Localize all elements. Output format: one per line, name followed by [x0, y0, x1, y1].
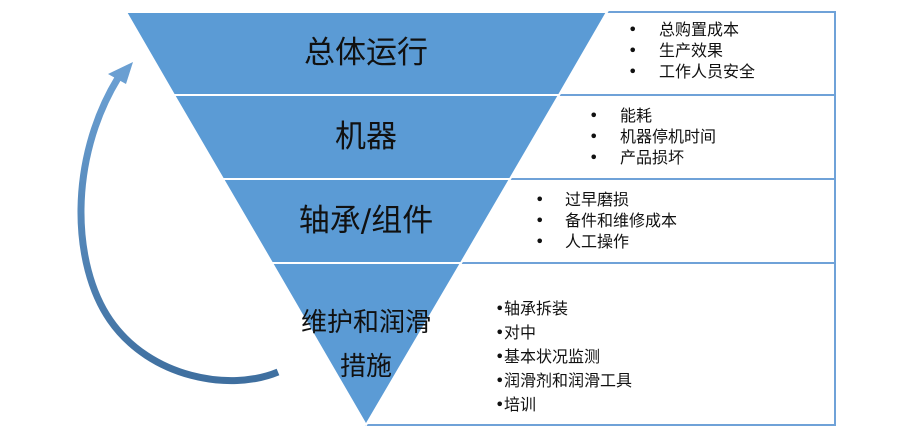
curved-arrow-icon	[77, 62, 280, 385]
level-title-maintenance-2: 措施	[340, 352, 392, 382]
list-bearing: • 过早磨损 • 备件和维修成本 • 人工操作	[535, 190, 677, 251]
bullet: •	[589, 127, 598, 146]
list-machine: • 能耗 • 机器停机时间 • 产品损坏	[589, 106, 716, 167]
list-item: 润滑剂和润滑工具	[504, 371, 632, 390]
list-item: 人工操作	[565, 232, 629, 251]
band-maintenance	[270, 262, 463, 427]
pyramid	[124, 11, 609, 427]
bullet: •	[535, 190, 544, 209]
list-item: 对中	[504, 323, 536, 342]
list-item: 过早磨损	[565, 190, 629, 209]
bullet: •	[589, 148, 598, 167]
bullet: •	[495, 347, 504, 366]
list-item: 生产效果	[659, 41, 723, 60]
level-title-maintenance-1: 维护和润滑	[301, 308, 431, 338]
list-item: 培训	[504, 395, 536, 414]
list-item: 工作人员安全	[659, 62, 755, 81]
bullet: •	[628, 20, 637, 39]
list-item: 总购置成本	[659, 20, 739, 39]
level-title-bearing: 轴承/组件	[299, 203, 433, 239]
bullet: •	[535, 232, 544, 251]
bullet: •	[535, 211, 544, 230]
list-item: 轴承拆装	[504, 299, 568, 318]
list-item: 机器停机时间	[620, 127, 716, 146]
bullet: •	[495, 323, 504, 342]
level-title-machine: 机器	[335, 119, 397, 155]
list-overall: • 总购置成本 • 生产效果 • 工作人员安全	[628, 20, 755, 81]
list-item: 基本状况监测	[504, 347, 600, 366]
bullet: •	[628, 62, 637, 81]
bullet: •	[495, 395, 504, 414]
list-maintenance: • 轴承拆装 • 对中 • 基本状况监测 • 润滑剂和润滑工具 • 培训	[495, 299, 632, 414]
list-item: 备件和维修成本	[565, 211, 677, 230]
list-item: 能耗	[620, 106, 652, 125]
level-title-overall: 总体运行	[304, 35, 428, 71]
bullet: •	[495, 371, 504, 390]
bullet: •	[628, 41, 637, 60]
bullet: •	[495, 299, 504, 318]
list-item: 产品损坏	[620, 148, 684, 167]
bullet: •	[589, 106, 598, 125]
